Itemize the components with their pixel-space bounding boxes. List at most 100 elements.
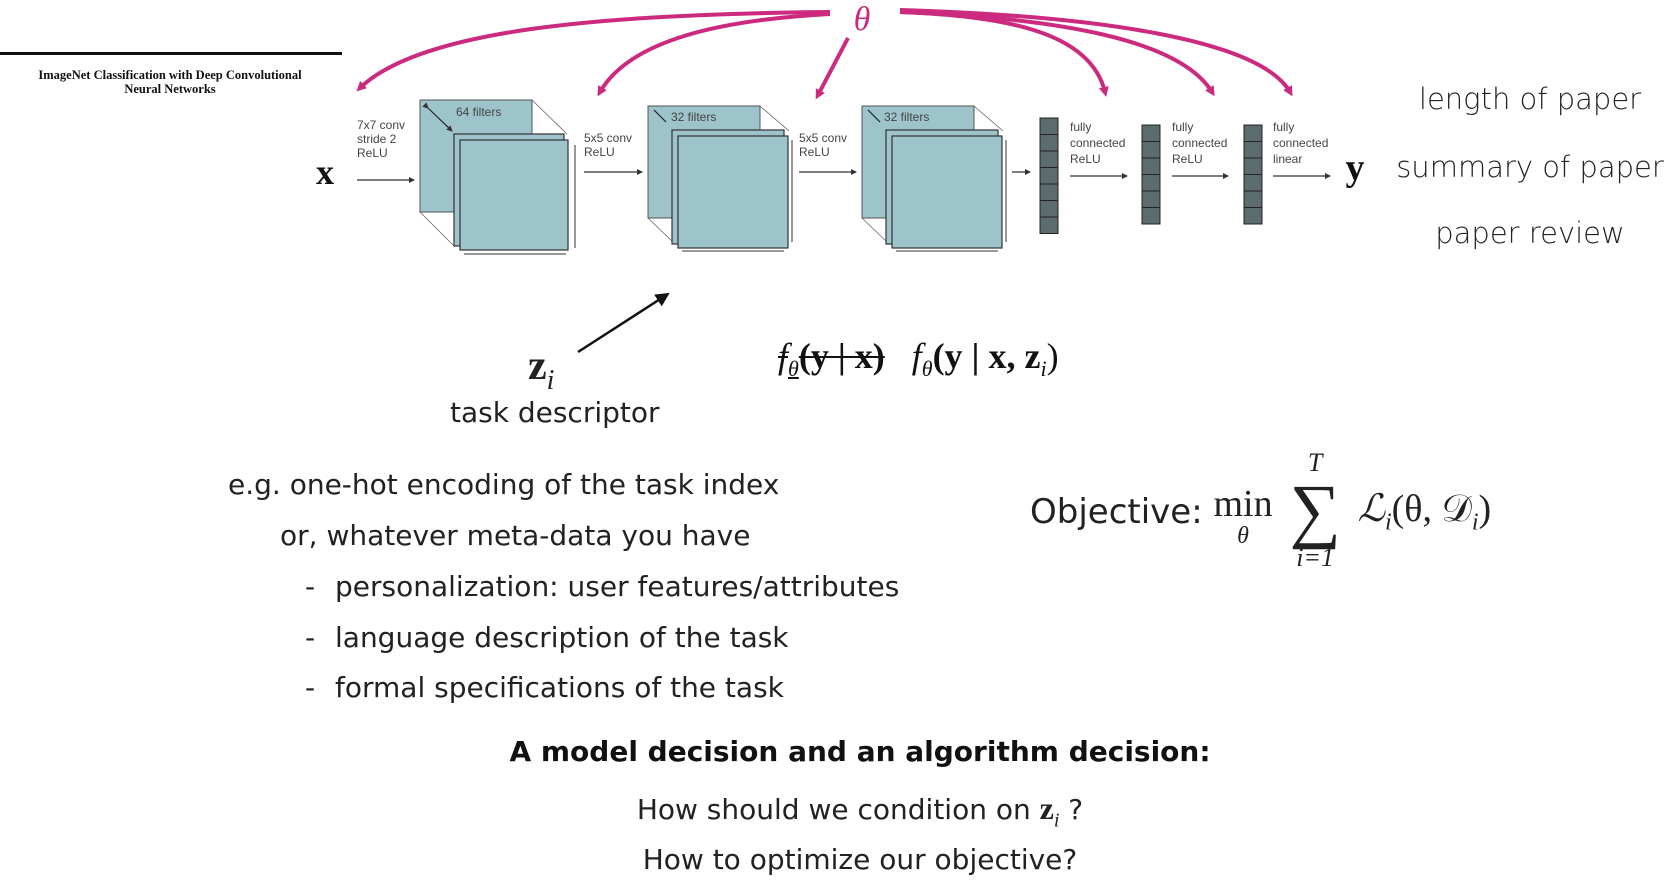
- fc3-unit: [1243, 174, 1263, 192]
- new-args: (y | x, z: [932, 336, 1041, 376]
- theta-label: θ: [854, 1, 871, 38]
- fc3-line1: fully: [1273, 120, 1294, 134]
- feature-map-front: [677, 135, 789, 249]
- bullet-item-text: formal specifications of the task: [335, 671, 784, 704]
- new-f: f: [911, 336, 922, 376]
- fc1-unit: [1039, 183, 1059, 201]
- layer2-op-line1: 5x5 conv: [584, 131, 632, 145]
- sum-upper: T: [1307, 448, 1323, 477]
- sum-operator: T ∑ i=1: [1289, 448, 1340, 574]
- question-condition: How should we condition on zi ?: [0, 790, 1672, 832]
- layer2-filters: 32 filters: [671, 110, 716, 124]
- fc3-unit: [1243, 157, 1263, 175]
- min-subscript: θ: [1237, 523, 1249, 549]
- old-f-sub: θ: [788, 356, 799, 382]
- new-args-close: ): [1046, 336, 1059, 376]
- fc2-unit: [1141, 207, 1161, 225]
- fc1-unit: [1039, 117, 1059, 135]
- objective-formula: Objective: min θ T ∑ i=1 ℒi(θ, 𝒟i): [1030, 448, 1492, 604]
- fc3-unit: [1243, 190, 1263, 208]
- bullet-item: -formal specifications of the task: [305, 671, 784, 704]
- shared-parameter-arrows: [356, 8, 1293, 100]
- q1-end: ?: [1059, 793, 1084, 826]
- paper-title-line1: ImageNet Classification with Deep Convol…: [38, 68, 302, 82]
- fc2-unit: [1141, 124, 1161, 142]
- min-text: min: [1213, 483, 1273, 525]
- fc-layers: [1039, 117, 1263, 234]
- task-variable: zi: [528, 342, 554, 396]
- bullet-item: -personalization: user features/attribut…: [305, 570, 899, 603]
- fc1-line2: connected: [1070, 136, 1125, 150]
- question-optimize: How to optimize our objective?: [642, 843, 1078, 876]
- output-length-of-paper: length of paper: [1418, 82, 1642, 116]
- paper-header-rule: [0, 52, 342, 55]
- q1-var: zi: [1039, 790, 1060, 831]
- task-descriptor-arrow: [577, 292, 670, 354]
- q1-var-z: z: [1039, 790, 1054, 826]
- q1-var-sub: i: [1053, 809, 1060, 832]
- fc2-line2: connected: [1172, 136, 1227, 150]
- dash: -: [305, 570, 316, 603]
- fc1-unit: [1039, 167, 1059, 185]
- output-paper-review: paper review: [1435, 216, 1625, 250]
- objective-label: Objective:: [1030, 492, 1203, 532]
- layer3-op-line1: 5x5 conv: [799, 131, 847, 145]
- dash: -: [305, 671, 316, 704]
- layer1-op-line3: ReLU: [357, 146, 388, 160]
- fc1-line1: fully: [1070, 120, 1091, 134]
- bullet-item-text: personalization: user features/attribute…: [335, 570, 900, 603]
- input-x: x: [316, 152, 334, 192]
- fc3-line2: connected: [1273, 136, 1328, 150]
- fc2-unit: [1141, 141, 1161, 159]
- theta-arrow-fc1: [899, 10, 1109, 97]
- theta-arrow-fc3: [899, 8, 1293, 97]
- new-args-sub: i: [1040, 356, 1047, 382]
- loss-symbol: ℒ: [1357, 488, 1385, 530]
- feature-map-front: [891, 135, 1003, 249]
- dash: -: [305, 621, 316, 654]
- new-formula: fθ(y | x, zi): [911, 336, 1059, 381]
- fc2-unit: [1141, 157, 1161, 175]
- bullet-item-text: language description of the task: [335, 621, 789, 654]
- decision-title: A model decision and an algorithm decisi…: [509, 735, 1211, 768]
- fc2-unit: [1141, 174, 1161, 192]
- bullet-item: -language description of the task: [305, 621, 789, 654]
- theta-arrow-conv2: [597, 12, 831, 97]
- loss-args-sub: i: [1471, 509, 1479, 536]
- paper-title: ImageNet Classification with Deep Convol…: [0, 68, 340, 96]
- layer3-filters: 32 filters: [884, 110, 929, 124]
- old-f: f: [778, 336, 789, 376]
- feature-map-front: [459, 139, 569, 251]
- paper-title-line2: Neural Networks: [124, 82, 216, 96]
- theta-arrow-conv3: [815, 37, 850, 100]
- new-f-sub: θ: [921, 356, 933, 382]
- task-var: z: [528, 343, 547, 389]
- layer1-op-line1: 7x7 conv: [357, 118, 405, 132]
- fc3-unit: [1243, 124, 1263, 142]
- fc2-unit: [1141, 190, 1161, 208]
- old-args: (y | x): [798, 336, 885, 376]
- sum-lower: i=1: [1296, 543, 1334, 572]
- task-descriptor-label: task descriptor: [450, 396, 660, 429]
- fc3-unit: [1243, 141, 1263, 159]
- loss-term: ℒi(θ, 𝒟i): [1358, 486, 1492, 537]
- conv-block-1: 64 filters: [419, 99, 576, 255]
- theta-arrow-fc2: [899, 10, 1215, 97]
- output-summary-of-paper: summary of paper: [1396, 150, 1664, 184]
- fc2-line3: ReLU: [1172, 152, 1203, 166]
- conv-block-2: 32 filters: [647, 105, 793, 252]
- fc3-unit: [1243, 207, 1263, 225]
- loss-args: (θ, 𝒟: [1391, 488, 1472, 530]
- layer2-op-line2: ReLU: [584, 145, 615, 159]
- fc2-line1: fully: [1172, 120, 1193, 134]
- conditional-formula: fθ(y | x) fθ(y | x, zi): [778, 335, 1059, 382]
- layer3-op-line2: ReLU: [799, 145, 830, 159]
- layer1-filters: 64 filters: [456, 105, 501, 119]
- bullet-line-one-hot: e.g. one-hot encoding of the task index: [228, 468, 780, 501]
- bullet-line-metadata: or, whatever meta-data you have: [280, 519, 751, 552]
- loss-sub: i: [1384, 509, 1392, 536]
- theta-arrow-conv1: [356, 10, 831, 92]
- fc1-line3: ReLU: [1070, 152, 1101, 166]
- fc1-unit: [1039, 134, 1059, 152]
